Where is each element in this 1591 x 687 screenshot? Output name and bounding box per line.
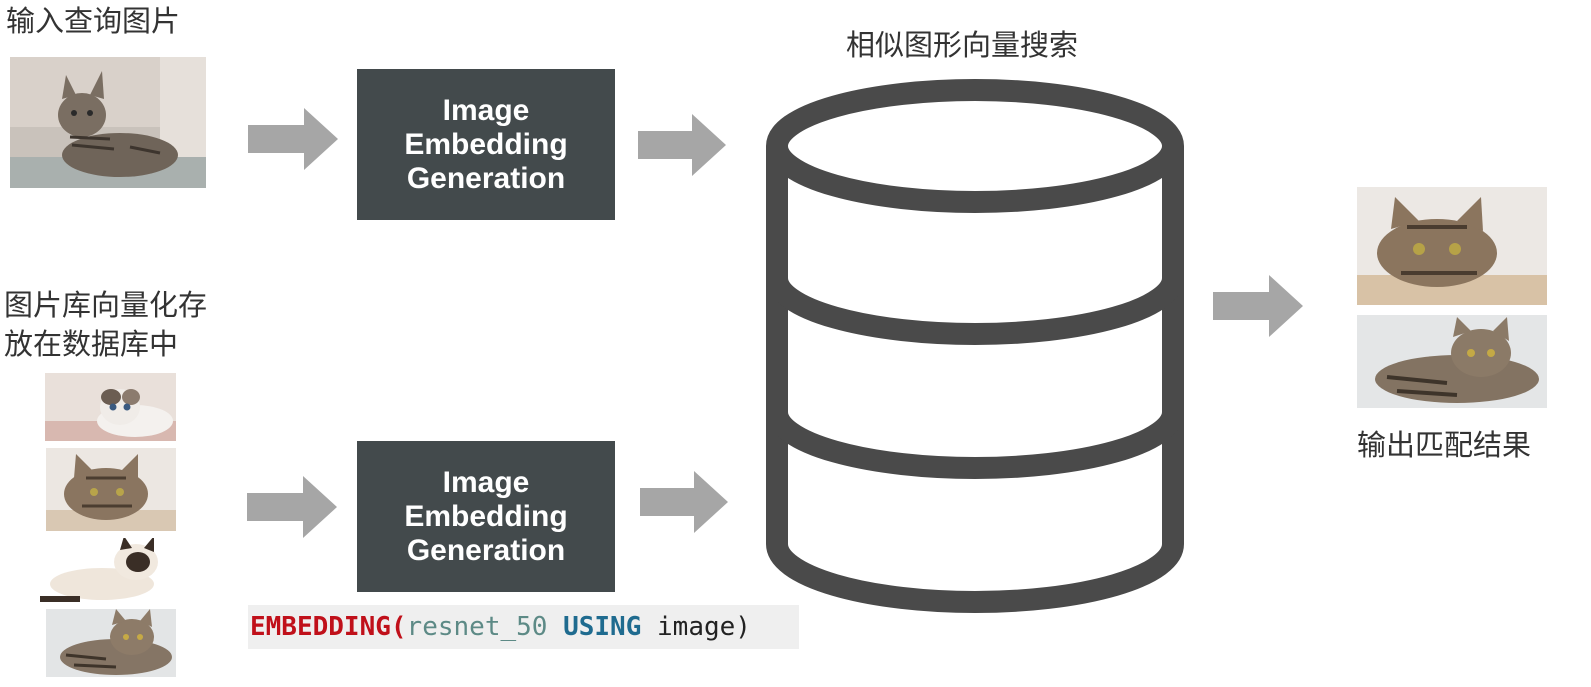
library-label-line1: 图片库向量化存	[4, 288, 208, 322]
embedding-generation-box-query: Image Embedding Generation	[357, 69, 615, 220]
right-arrow-icon	[640, 471, 728, 533]
library-cat-photo-1	[45, 373, 176, 441]
embedding-generation-text: Image Embedding Generation	[404, 93, 568, 195]
database-cylinder-icon	[766, 79, 1184, 613]
result-cat-photo-1	[1357, 187, 1547, 305]
code-keyword: USING	[563, 612, 642, 642]
right-arrow-icon	[247, 476, 337, 538]
embedding-generation-text: Image Embedding Generation	[404, 465, 568, 567]
similarity-search-label: 相似图形向量搜索	[846, 28, 1079, 62]
right-arrow-icon	[638, 114, 726, 176]
library-cat-photo-3	[40, 538, 170, 602]
embedding-code-snippet: EMBEDDING(resnet_50 USING image)	[248, 605, 799, 649]
query-image-label: 输入查询图片	[6, 4, 181, 38]
library-cat-photo-4	[46, 609, 176, 677]
code-argument: image)	[657, 612, 751, 642]
library-label-line2: 放在数据库中	[4, 327, 179, 361]
right-arrow-icon	[248, 108, 338, 170]
query-cat-photo	[10, 57, 206, 188]
embedding-generation-box-library: Image Embedding Generation	[357, 441, 615, 592]
code-function: EMBEDDING(	[250, 612, 407, 642]
result-cat-photo-2	[1357, 315, 1547, 408]
right-arrow-icon	[1213, 275, 1303, 337]
library-cat-photo-2	[46, 448, 176, 531]
output-results-label: 输出匹配结果	[1357, 428, 1532, 462]
code-model: resnet_50	[406, 612, 548, 642]
